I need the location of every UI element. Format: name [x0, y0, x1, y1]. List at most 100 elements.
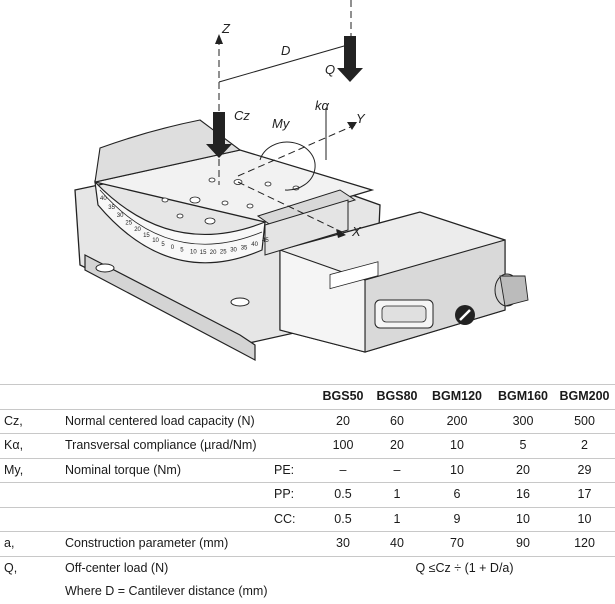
column-header: BGS50 — [322, 389, 364, 404]
mount-hole-left — [95, 263, 115, 273]
row-symbol: Cz, — [4, 413, 23, 428]
table-cell: 1 — [393, 487, 401, 502]
scale-number: 40 — [251, 242, 258, 248]
table-cell: 100 — [332, 438, 354, 453]
scale-number: 25 — [220, 249, 227, 255]
table-cell: 30 — [336, 536, 350, 551]
scale-number: 5 — [180, 248, 184, 254]
scale-number: 40 — [100, 196, 107, 202]
table-cell: 300 — [512, 413, 534, 428]
axis-y-label: Y — [356, 111, 366, 126]
column-header: BGM120 — [431, 389, 483, 404]
table-cell: 0.5 — [334, 487, 352, 502]
table-cell: 200 — [446, 413, 468, 428]
table-cell: 16 — [516, 487, 530, 502]
q-arrowhead — [337, 68, 363, 82]
table-cell: 40 — [390, 536, 404, 551]
row-sublabel: PE: — [274, 462, 295, 477]
table-cell: 500 — [574, 413, 595, 428]
scale-number: 35 — [108, 205, 115, 211]
offcenter-formula: Q ≤Cz ÷ (1 + D/a) — [415, 560, 514, 575]
table-row: My, Nominal torque (Nm) PE: – – 10 20 29 — [0, 458, 615, 483]
row-label: Transversal compliance (µrad/Nm) — [65, 438, 257, 453]
table-cell: 20 — [516, 462, 530, 477]
scale-number: 5 — [161, 242, 165, 248]
column-header: BGM200 — [559, 389, 610, 404]
row-label: Normal centered load capacity (N) — [65, 413, 255, 428]
table-cell: 90 — [516, 536, 530, 551]
table-header-row: BGS50 BGS80 BGM120 BGM160 BGM200 — [0, 384, 615, 409]
scale-number: 45 — [262, 238, 269, 244]
cz-arrowhead — [206, 144, 232, 158]
row-label: Construction parameter (mm) — [65, 536, 229, 551]
column-header: BGS80 — [376, 389, 418, 404]
knob-grip — [499, 275, 529, 307]
q-arrow-shaft — [344, 36, 356, 68]
kalpha-label: kα — [315, 98, 330, 113]
scale-number: 10 — [190, 249, 197, 255]
row-symbol — [0, 507, 62, 532]
table-cell: – — [393, 462, 401, 477]
scale-number: 15 — [200, 250, 207, 256]
row-label — [62, 507, 270, 532]
table-cell: 70 — [450, 536, 464, 551]
scale-number: 20 — [210, 250, 217, 256]
coupling-front — [264, 199, 349, 256]
scale-number: 0 — [171, 245, 175, 251]
row-symbol: a, — [4, 536, 15, 551]
row-sublabel: CC: — [274, 511, 296, 526]
table-cell: 10 — [516, 511, 530, 526]
row-symbol: Q, — [4, 560, 18, 575]
base-foot — [84, 254, 256, 361]
row-symbol — [0, 483, 62, 508]
table-cell: 10 — [450, 438, 464, 453]
coupling-top — [256, 189, 357, 227]
cz-arrow-shaft — [213, 112, 225, 144]
table-cell: 29 — [577, 462, 592, 477]
table-row-note: Where D = Cantilever distance (mm) — [0, 580, 615, 604]
x-arrowhead — [336, 229, 346, 238]
distance-d-label: D — [281, 43, 290, 58]
cantilever-note: Where D = Cantilever distance (mm) — [65, 584, 268, 599]
table-cell: 17 — [577, 487, 592, 502]
row-label: Nominal torque (Nm) — [65, 462, 182, 477]
z-arrowhead — [215, 34, 223, 44]
mount-hole-right — [230, 297, 250, 307]
row-sublabel: PP: — [274, 487, 295, 502]
table-cell: 5 — [519, 438, 527, 453]
column-header: BGM160 — [497, 389, 549, 404]
table-cell: 60 — [390, 413, 404, 428]
table-cell: 10 — [450, 462, 464, 477]
scale-number: 15 — [143, 233, 150, 239]
row-label: Off-center load (N) — [65, 560, 169, 575]
connector-pins — [381, 305, 427, 323]
scale-arc — [99, 189, 263, 245]
table-cell: 2 — [581, 438, 588, 453]
scale-number: 10 — [152, 238, 159, 244]
table-cell: 9 — [453, 511, 461, 526]
table-cell: 0.5 — [334, 511, 352, 526]
table-cell: – — [339, 462, 347, 477]
table-cell: 20 — [390, 438, 404, 453]
scale-number: 25 — [125, 221, 132, 227]
cz-label: Cz — [234, 108, 250, 123]
scale-number: 30 — [117, 213, 124, 219]
logo-slash — [459, 309, 471, 321]
row-symbol: My, — [4, 462, 24, 477]
my-label: My — [272, 116, 291, 131]
row-label — [62, 483, 270, 508]
y-arrowhead — [347, 122, 357, 130]
product-label — [329, 261, 379, 290]
scale-number: 30 — [230, 248, 237, 254]
platform-holes — [161, 177, 300, 225]
curved-rail — [94, 180, 266, 264]
table-body: Cz, Normal centered load capacity (N) 20 60… — [0, 409, 615, 556]
table-cell: 10 — [577, 511, 592, 526]
